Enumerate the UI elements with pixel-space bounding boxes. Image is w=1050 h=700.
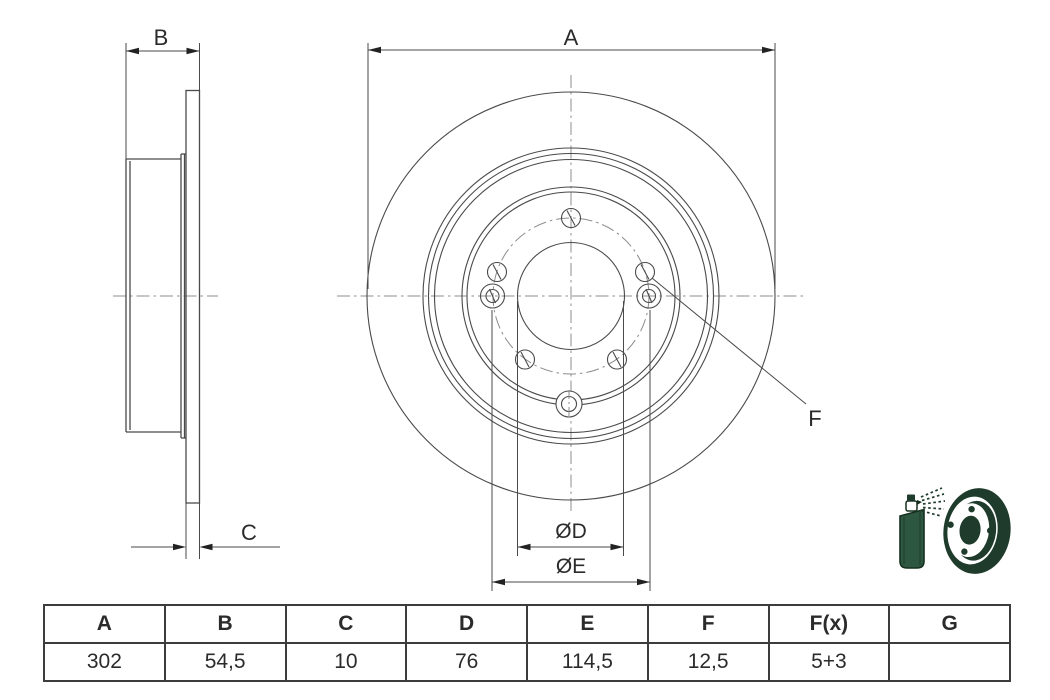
disc-plate-outline	[185, 89, 201, 504]
header-D: D	[405, 604, 528, 644]
dimension-table-header-row: A B C D E F F(x) G	[43, 604, 1011, 644]
bolt-holes	[486, 207, 656, 370]
disc-icon	[943, 488, 1011, 574]
label-C: C	[241, 520, 257, 545]
header-Fx: F(x)	[767, 604, 891, 644]
outer-diameter-circle	[366, 91, 776, 501]
value-A: 302	[43, 642, 166, 682]
side-view	[125, 89, 201, 504]
dimension-A: A	[367, 25, 776, 289]
value-B: 54,5	[163, 642, 287, 682]
value-F: 12,5	[646, 642, 770, 682]
value-E: 114,5	[526, 642, 649, 682]
dimension-E: ØE	[491, 310, 651, 591]
centerlines	[113, 75, 803, 512]
coated-disc-spray-icon	[880, 476, 1020, 582]
header-B: B	[163, 604, 287, 644]
label-B: B	[154, 25, 169, 50]
center-bore-circle	[516, 241, 626, 351]
label-A: A	[564, 25, 579, 50]
value-C: 10	[284, 642, 408, 682]
value-Fx: 5+3	[767, 642, 891, 682]
dimension-F: F	[651, 277, 822, 431]
dimension-table: A B C D E F F(x) G 302 54,5 10 76 114,5 …	[43, 604, 1011, 682]
header-E: E	[526, 604, 649, 644]
header-A: A	[43, 604, 166, 644]
spray-can-and-disc-graphic	[899, 487, 1011, 574]
header-G: G	[888, 604, 1011, 644]
header-C: C	[284, 604, 408, 644]
brake-disc-technical-drawing: A B C	[113, 25, 822, 591]
dimension-table-value-row: 302 54,5 10 76 114,5 12,5 5+3	[43, 642, 1011, 682]
header-F: F	[646, 604, 770, 644]
spray-jet-icon	[920, 487, 946, 517]
fixing-holes	[479, 283, 662, 418]
spray-can-icon	[899, 494, 925, 569]
label-D: ØD	[555, 520, 587, 543]
value-G	[888, 642, 1011, 682]
dimension-C: C	[131, 503, 280, 559]
dimension-D: ØD	[517, 301, 624, 556]
label-F: F	[808, 406, 821, 431]
label-E: ØE	[556, 555, 586, 578]
dimension-B: B	[125, 25, 200, 159]
value-D: 76	[405, 642, 528, 682]
front-view	[366, 91, 776, 501]
